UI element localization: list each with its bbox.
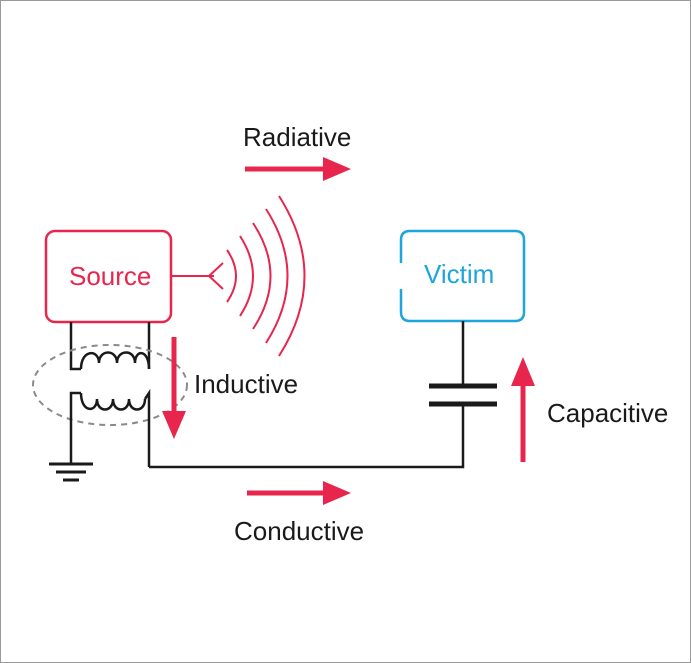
victim-label: Victim [424, 259, 494, 289]
capacitor-icon [429, 383, 497, 407]
radiative-arrow [245, 157, 351, 181]
conductive-label: Conductive [234, 516, 364, 546]
inductive-arrow [162, 337, 186, 439]
conductive-arrow [247, 481, 351, 505]
transformer-upper-winding [69, 322, 151, 371]
source-label: Source [69, 261, 151, 291]
radiative-label: Radiative [243, 122, 351, 152]
conductive-wire [149, 405, 465, 469]
source-box: Source [44, 229, 173, 324]
victim-box [399, 229, 526, 323]
capacitive-label: Capacitive [547, 398, 668, 428]
radiation-waves [171, 195, 306, 357]
ground-icon [49, 462, 93, 482]
transformer-core [32, 344, 188, 426]
capacitive-arrow [511, 357, 535, 462]
transformer-lower-winding [69, 388, 151, 467]
inductive-label: Inductive [194, 369, 298, 399]
